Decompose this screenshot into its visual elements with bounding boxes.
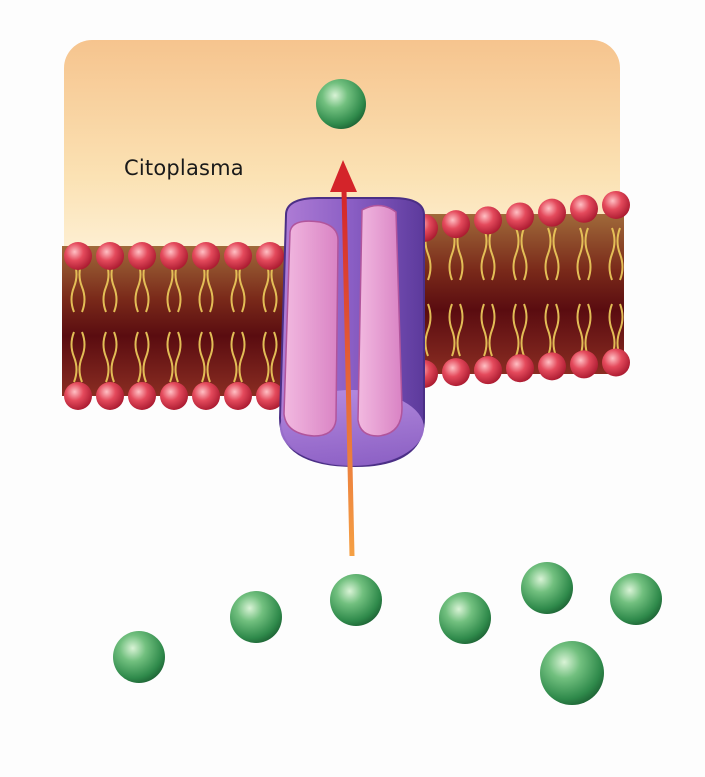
lipid-head	[224, 382, 252, 410]
lipid-head	[442, 210, 470, 238]
lipid-head	[192, 382, 220, 410]
lipid-head	[96, 242, 124, 270]
lipid-head	[602, 191, 630, 219]
lipid-head	[64, 242, 92, 270]
lipid-head	[474, 206, 502, 234]
solute-molecule	[330, 574, 382, 626]
solute-molecule	[439, 592, 491, 644]
lipid-head	[160, 242, 188, 270]
cytoplasm-label: Citoplasma	[124, 156, 244, 180]
lipid-head	[442, 358, 470, 386]
solute-molecule	[540, 641, 604, 705]
channel-protein	[280, 198, 424, 466]
lipid-head	[538, 352, 566, 380]
lipid-head	[128, 382, 156, 410]
lipid-head	[256, 242, 284, 270]
solute-molecule	[316, 79, 366, 129]
solute-molecule	[113, 631, 165, 683]
lipid-head	[506, 202, 534, 230]
lipid-head	[570, 195, 598, 223]
lipid-head	[128, 242, 156, 270]
lipid-head	[224, 242, 252, 270]
solute-molecule	[230, 591, 282, 643]
lipid-head	[506, 354, 534, 382]
solute-molecule	[521, 562, 573, 614]
solute-molecule	[610, 573, 662, 625]
lipid-head	[538, 199, 566, 227]
lipid-head	[192, 242, 220, 270]
channel-subunit-right	[358, 205, 402, 436]
lipid-head	[64, 382, 92, 410]
channel-subunit-left	[284, 221, 338, 436]
lipid-head	[96, 382, 124, 410]
lipid-head	[160, 382, 188, 410]
lipid-head	[474, 356, 502, 384]
lipid-head	[570, 350, 598, 378]
lipid-head	[602, 348, 630, 376]
